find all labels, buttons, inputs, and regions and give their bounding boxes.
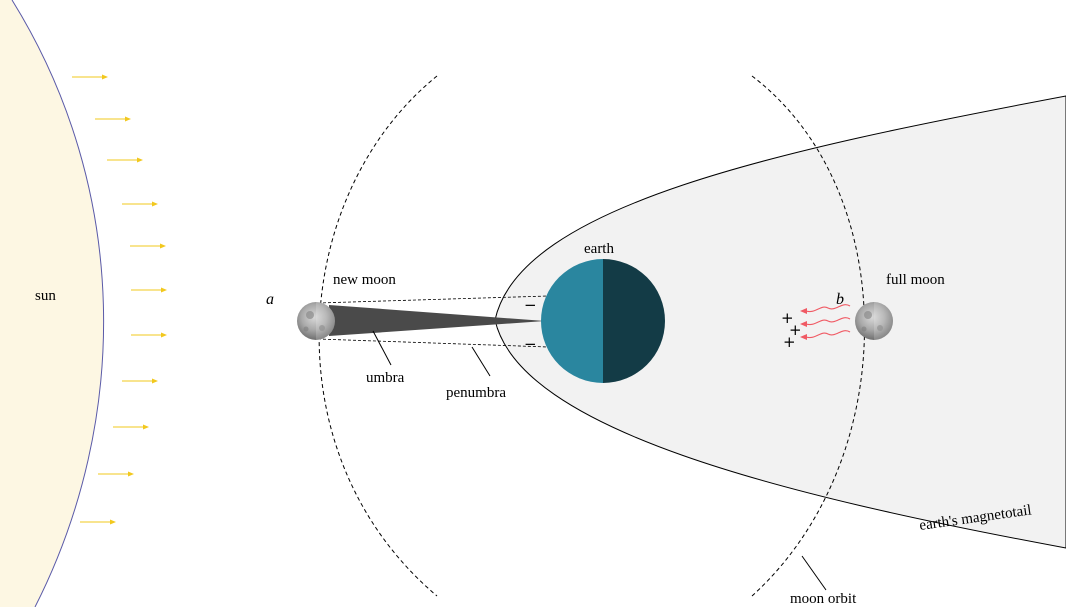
sun-ray-arrow: [107, 157, 143, 163]
penumbra-line-bottom: [317, 338, 549, 348]
sun-ray-arrow: [80, 519, 116, 525]
sun-ray-arrow: [131, 287, 167, 293]
earth-label: earth: [584, 241, 614, 257]
penumbra-leader-line: [471, 346, 491, 377]
umbra-leader-line: [372, 330, 392, 366]
sun-ray-arrow: [122, 378, 158, 384]
new-moon-label: new moon: [333, 272, 396, 288]
positive-charge-2: +: [789, 321, 802, 339]
sun-rays: [72, 74, 167, 525]
earth-night-side: [603, 259, 665, 383]
positive-charge-1: +: [781, 309, 794, 327]
sun-disc: [0, 0, 104, 607]
point-b-label: b: [836, 291, 844, 308]
full-moon: [855, 302, 893, 340]
penumbra-line-top: [317, 295, 549, 304]
umbra-label: umbra: [366, 370, 405, 386]
particle-flow-arrow: [800, 317, 851, 327]
negative-charge-top: −: [524, 296, 537, 314]
negative-charge-bottom: −: [524, 335, 537, 353]
positive-charge-3: +: [783, 333, 796, 351]
sun-edge: [11, 0, 105, 607]
particle-flow-arrow: [800, 330, 851, 340]
particle-flow-arrow: [800, 304, 851, 314]
sun-label: sun: [35, 288, 56, 304]
sun-ray-arrow: [98, 471, 134, 477]
sun-ray-arrow: [72, 74, 108, 80]
moon-orbit-left-arc: [318, 75, 438, 597]
penumbra-label: penumbra: [446, 385, 506, 401]
full-moon-label: full moon: [886, 272, 945, 288]
sun-ray-arrow: [113, 424, 149, 430]
particle-flow-arrows: [800, 304, 851, 340]
sun-ray-arrow: [122, 201, 158, 207]
point-a-label: a: [266, 291, 274, 308]
earth-day-side: [541, 259, 603, 383]
sun-ray-arrow: [130, 243, 166, 249]
earth: [541, 259, 665, 383]
moon-orbit-label: moon orbit: [790, 591, 857, 607]
moon-orbit-right-arc: [751, 75, 865, 597]
sun-ray-arrow: [95, 116, 131, 122]
moon-orbit-leader-line: [801, 555, 827, 591]
umbra-shadow: [329, 305, 545, 336]
new-moon: [297, 302, 335, 340]
sun-ray-arrow: [131, 332, 167, 338]
